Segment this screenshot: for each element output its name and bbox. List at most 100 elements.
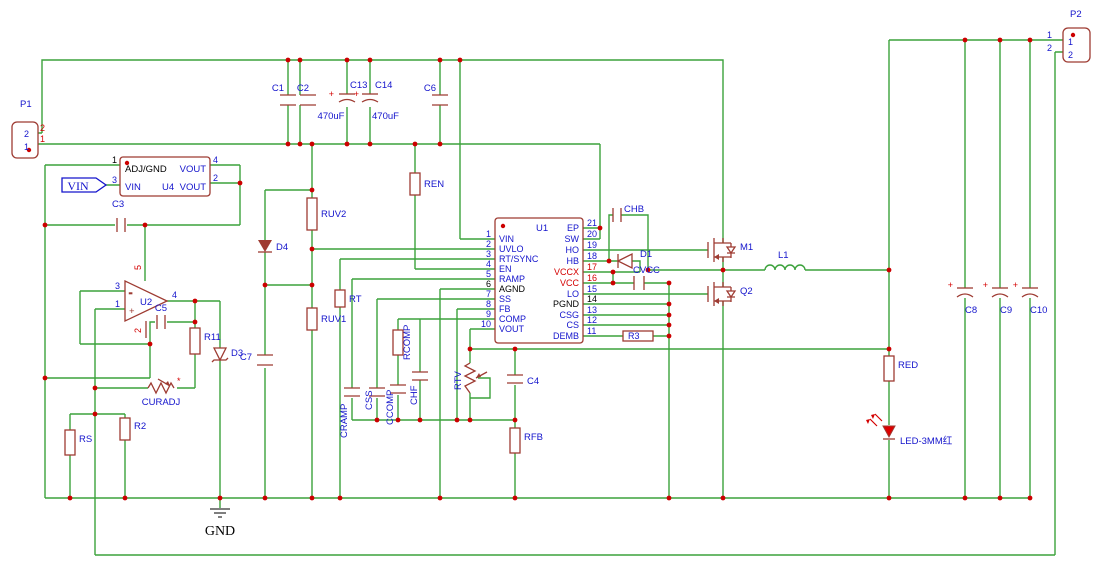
resistor-red[interactable]: RED xyxy=(883,355,918,382)
ground-label: GND xyxy=(205,524,235,539)
capacitor-c9-label[interactable]: C9 xyxy=(1000,305,1012,316)
capacitor-c6[interactable]: C6 xyxy=(424,83,448,106)
capacitor-chf-label[interactable]: CHF xyxy=(409,385,420,405)
capacitor-c14[interactable]: + C14 470uF xyxy=(354,80,399,122)
resistor-ren[interactable]: REN xyxy=(409,172,444,196)
resistor-r11[interactable]: R11 xyxy=(189,327,221,355)
led-label[interactable]: LED-3MM红 xyxy=(900,435,953,447)
capacitor-c8-label[interactable]: C8 xyxy=(965,305,977,316)
ic-u1[interactable]: U1 1 2 3 4 5 6 7 8 9 10 VIN UVLO RT/SYNC… xyxy=(481,217,597,344)
capacitor-c3[interactable] xyxy=(116,218,126,232)
connector-p1[interactable]: P1 2 1 2 1 xyxy=(11,99,45,159)
mosfet-q2-label[interactable]: Q2 xyxy=(740,286,753,297)
diode-d1[interactable]: D1 xyxy=(616,249,652,270)
capacitor-c10[interactable]: + C10 xyxy=(1013,280,1048,316)
resistor-rs[interactable]: RS xyxy=(64,429,92,456)
u1-pin1-number: 1 xyxy=(486,229,491,239)
capacitor-c1[interactable]: C1 xyxy=(272,83,296,106)
capacitor-c13-plus: + xyxy=(329,89,334,99)
potentiometer-curadj[interactable]: * CURADJ xyxy=(142,376,181,408)
resistor-rfb[interactable]: RFB xyxy=(509,427,543,454)
capacitor-c13-value[interactable]: 470uF xyxy=(318,111,345,122)
inductor-l1-label[interactable]: L1 xyxy=(778,250,789,261)
resistor-rcomp-label[interactable]: RCOMP xyxy=(402,325,413,360)
potentiometer-rtv-label[interactable]: RTV xyxy=(453,371,464,390)
capacitor-cvcc-label[interactable]: CVCC xyxy=(633,265,660,276)
capacitor-c8[interactable]: + C8 xyxy=(948,280,977,316)
resistor-rs-label[interactable]: RS xyxy=(79,434,92,445)
resistor-ren-label[interactable]: REN xyxy=(424,179,444,190)
resistor-r2[interactable]: R2 xyxy=(119,417,146,441)
capacitor-chb-label[interactable]: CHB xyxy=(624,204,644,215)
p1-pin1-inner: 1 xyxy=(24,142,29,152)
capacitor-c9[interactable]: + C9 xyxy=(983,280,1012,316)
resistor-r11-label[interactable]: R11 xyxy=(204,332,221,343)
capacitor-c14-value[interactable]: 470uF xyxy=(372,111,399,122)
p2-pin1-inner: 1 xyxy=(1068,37,1073,47)
capacitor-chf[interactable]: CHF xyxy=(409,371,428,405)
opamp-u2-label[interactable]: U2 xyxy=(140,297,152,308)
connector-p2[interactable]: P2 1 2 1 2 xyxy=(1047,9,1091,63)
led-d-red[interactable]: LED-3MM红 xyxy=(866,413,953,447)
ic-u4[interactable]: 1 3 4 2 ADJ/GND VIN U4 VOUT VOUT C3 xyxy=(112,155,218,210)
capacitor-c3-label[interactable]: C3 xyxy=(112,199,124,210)
u1-pin-sw: SW xyxy=(565,234,580,244)
ic-u4-label[interactable]: U4 xyxy=(162,182,174,193)
ic-u1-label[interactable]: U1 xyxy=(536,223,548,234)
capacitor-c7[interactable]: C7 xyxy=(240,352,273,366)
potentiometer-curadj-label[interactable]: CURADJ xyxy=(142,397,181,408)
capacitor-c5[interactable]: C5 xyxy=(155,303,167,329)
capacitor-css-label[interactable]: CSS xyxy=(364,390,375,410)
resistor-r3-label[interactable]: R3 xyxy=(628,331,640,341)
mosfet-m1[interactable]: M1 xyxy=(707,238,753,262)
resistor-ruv1[interactable]: RUV1 xyxy=(306,307,346,331)
u1-pin-vccx: VCCX xyxy=(554,267,579,277)
capacitor-cvcc[interactable]: CVCC xyxy=(633,265,660,290)
capacitor-c6-label[interactable]: C6 xyxy=(424,83,436,94)
diode-d4-label[interactable]: D4 xyxy=(276,242,288,253)
capacitor-c2[interactable]: C2 xyxy=(297,83,316,106)
capacitor-c2-label[interactable]: C2 xyxy=(297,83,309,94)
capacitor-css[interactable]: CSS xyxy=(364,387,385,410)
potentiometer-rtv[interactable]: RTV xyxy=(453,362,488,394)
capacitor-cramp-label[interactable]: CRAMP xyxy=(339,404,350,438)
wires[interactable] xyxy=(38,39,1063,556)
inductor-l1[interactable]: L1 xyxy=(778,250,789,261)
capacitor-chb[interactable]: CHB xyxy=(612,204,644,222)
capacitor-c10-label[interactable]: C10 xyxy=(1030,305,1047,316)
resistor-ruv2[interactable]: RUV2 xyxy=(306,197,346,231)
ground-symbol[interactable]: GND xyxy=(205,508,235,539)
u1-pin-cs: CS xyxy=(566,320,579,330)
resistor-r3[interactable]: R3 xyxy=(622,330,654,342)
capacitor-c4[interactable]: C4 xyxy=(507,374,539,387)
capacitor-ccomp[interactable]: CCOMP xyxy=(385,384,406,425)
mosfet-q2[interactable]: Q2 xyxy=(707,282,753,306)
resistor-ruv1-label[interactable]: RUV1 xyxy=(321,314,346,325)
resistor-rfb-label[interactable]: RFB xyxy=(524,432,543,443)
connector-p1-label[interactable]: P1 xyxy=(20,99,32,110)
resistor-ruv2-label[interactable]: RUV2 xyxy=(321,209,346,220)
diode-d3-label[interactable]: D3 xyxy=(231,348,243,359)
diode-d1-label[interactable]: D1 xyxy=(640,249,652,260)
capacitor-c5-label[interactable]: C5 xyxy=(155,303,167,314)
resistor-red-label[interactable]: RED xyxy=(898,360,918,371)
capacitor-c1-label[interactable]: C1 xyxy=(272,83,284,94)
capacitor-c4-label[interactable]: C4 xyxy=(527,376,539,387)
connector-p2-label[interactable]: P2 xyxy=(1070,9,1082,20)
diode-d4[interactable]: D4 xyxy=(258,240,288,253)
capacitor-c14-label[interactable]: C14 xyxy=(375,80,392,91)
capacitor-c7-label[interactable]: C7 xyxy=(240,352,252,363)
diode-d3[interactable]: D3 xyxy=(211,347,243,363)
resistor-r2-label[interactable]: R2 xyxy=(134,421,146,432)
resistor-rt[interactable]: RT xyxy=(334,289,362,308)
vin-port[interactable]: VIN xyxy=(61,177,108,193)
resistor-rcomp[interactable]: RCOMP xyxy=(392,325,413,360)
capacitor-c13-label[interactable]: C13 xyxy=(350,80,367,91)
capacitor-cramp[interactable]: CRAMP xyxy=(339,387,360,438)
opamp-u2[interactable]: - + 3 1 U2 4 5 2 xyxy=(115,265,177,338)
inductor-l1-coil[interactable] xyxy=(764,264,806,271)
resistor-rt-label[interactable]: RT xyxy=(349,294,362,305)
capacitor-c13[interactable]: + C13 470uF xyxy=(318,80,368,122)
capacitor-ccomp-label[interactable]: CCOMP xyxy=(385,390,396,425)
mosfet-m1-label[interactable]: M1 xyxy=(740,242,753,253)
